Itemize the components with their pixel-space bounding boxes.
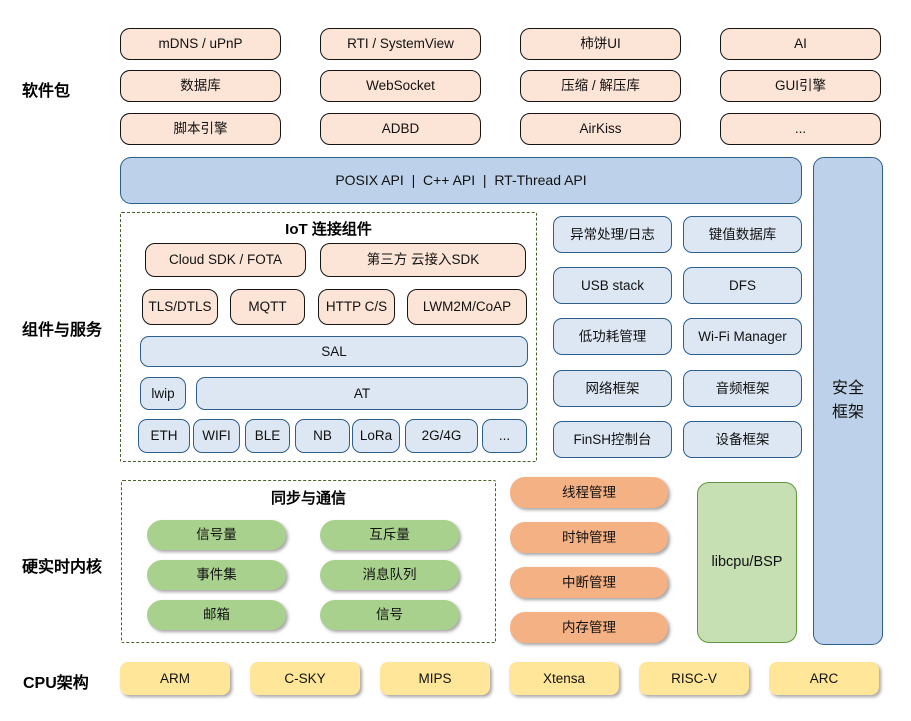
pkg-airkiss: AirKiss [520, 113, 681, 145]
iot-link-more: ... [482, 419, 527, 453]
iot-link-eth: ETH [138, 419, 190, 453]
iot-link-lora: LoRa [352, 419, 400, 453]
iot-zone-title: IoT 连接组件 [285, 221, 372, 238]
pkg-gui-engine: GUI引擎 [720, 70, 881, 102]
kernel-interrupt-mgmt: 中断管理 [510, 567, 668, 598]
cpu-riscv: RISC-V [639, 662, 749, 695]
pkg-adbd: ADBD [320, 113, 481, 145]
sync-mutex: 互斥量 [320, 520, 459, 550]
svc-net-framework: 网络框架 [553, 370, 672, 407]
iot-cloud-sdk-fota: Cloud SDK / FOTA [145, 243, 306, 277]
pkg-rti-systemview: RTI / SystemView [320, 28, 481, 60]
sync-mailbox: 邮箱 [147, 600, 286, 630]
svc-exception-log: 异常处理/日志 [553, 216, 672, 253]
pkg-mdns-upnp: mDNS / uPnP [120, 28, 281, 60]
svc-dfs: DFS [683, 267, 802, 304]
svc-audio-framework: 音频框架 [683, 370, 802, 407]
pkg-ai: AI [720, 28, 881, 60]
security-framework-line2: 框架 [831, 404, 864, 421]
security-framework-bar: 安全 框架 [813, 157, 883, 645]
cpu-arc: ARC [769, 662, 879, 695]
kernel-thread-mgmt: 线程管理 [510, 477, 668, 508]
side-label-components-services: 组件与服务 [22, 322, 103, 339]
iot-third-party-sdk: 第三方 云接入SDK [320, 243, 526, 277]
iot-http-cs: HTTP C/S [318, 289, 395, 325]
iot-lwm2m-coap: LWM2M/CoAP [407, 289, 527, 325]
side-label-software-packages: 软件包 [22, 83, 71, 100]
iot-zone-border [120, 212, 537, 462]
kernel-memory-mgmt: 内存管理 [510, 612, 668, 643]
sync-signal: 信号 [320, 600, 459, 630]
pkg-script-engine: 脚本引擎 [120, 113, 281, 145]
iot-link-wifi: WIFI [193, 419, 240, 453]
pkg-database: 数据库 [120, 70, 281, 102]
side-label-cpu-arch: CPU架构 [23, 675, 89, 692]
cpu-mips: MIPS [380, 662, 490, 695]
cpu-csky: C-SKY [250, 662, 360, 695]
iot-link-2g4g: 2G/4G [405, 419, 478, 453]
sync-zone-border [121, 480, 496, 643]
iot-tls-dtls: TLS/DTLS [142, 289, 218, 325]
pkg-more: ... [720, 113, 881, 145]
svc-wifi-manager: Wi-Fi Manager [683, 318, 802, 355]
iot-link-nb: NB [295, 419, 350, 453]
side-label-realtime-kernel: 硬实时内核 [22, 559, 103, 576]
iot-at: AT [196, 377, 528, 410]
sync-zone-title: 同步与通信 [270, 490, 346, 507]
kernel-clock-mgmt: 时钟管理 [510, 522, 668, 553]
pkg-persimmon-ui: 柿饼UI [520, 28, 681, 60]
svc-kv-database: 键值数据库 [683, 216, 802, 253]
sync-msg-queue: 消息队列 [320, 560, 459, 590]
cpu-xtensa: Xtensa [509, 662, 619, 695]
sync-semaphore: 信号量 [147, 520, 286, 550]
security-framework-line1: 安全 [831, 379, 864, 397]
iot-lwip: lwip [140, 377, 186, 410]
pkg-websocket: WebSocket [320, 70, 481, 102]
iot-link-ble: BLE [245, 419, 290, 453]
svc-device-framework: 设备框架 [683, 421, 802, 458]
svc-finsh-console: FinSH控制台 [553, 421, 672, 458]
iot-mqtt: MQTT [230, 289, 305, 325]
cpu-arm: ARM [120, 662, 230, 695]
libcpu-bsp: libcpu/BSP [697, 482, 797, 643]
pkg-compression: 压缩 / 解压库 [520, 70, 681, 102]
iot-sal: SAL [140, 336, 528, 367]
svc-usb-stack: USB stack [553, 267, 672, 304]
api-bar: POSIX API | C++ API | RT-Thread API [120, 157, 802, 204]
svc-low-power: 低功耗管理 [553, 318, 672, 355]
sync-event-set: 事件集 [147, 560, 286, 590]
